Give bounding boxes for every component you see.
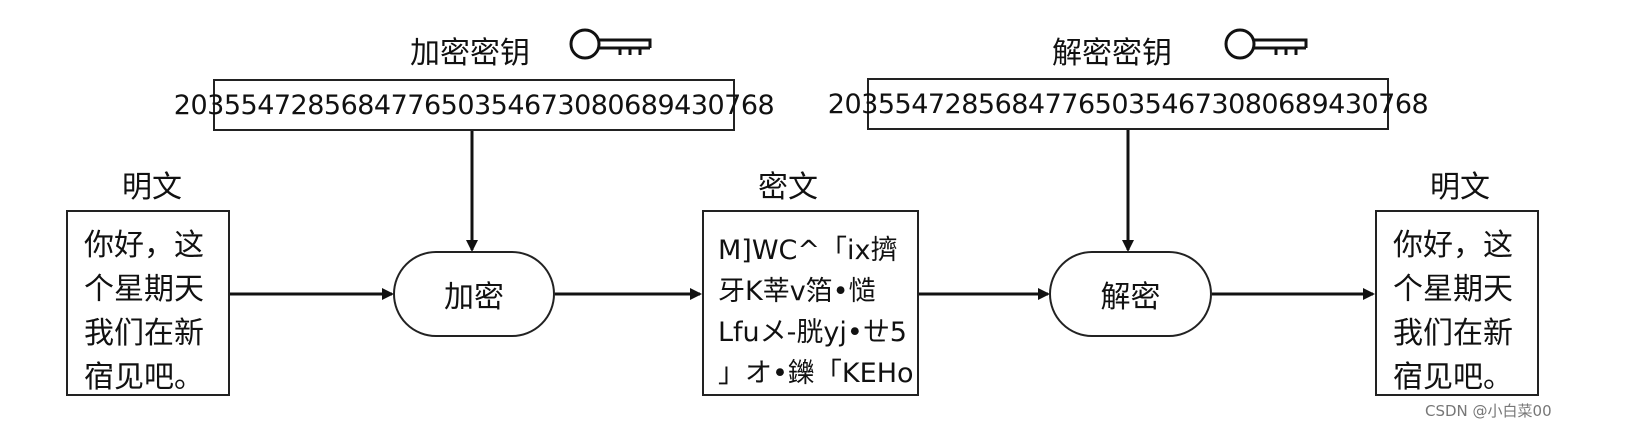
encryption-key-value: 203554728568477650354673080689430768 — [174, 79, 775, 131]
plaintext-in-label: 明文 — [122, 170, 182, 205]
decryption-key-label: 解密密钥 — [1052, 36, 1172, 71]
encrypt-process: 加密 — [393, 251, 555, 337]
decrypt-process: 解密 — [1049, 251, 1212, 337]
ciphertext-box: M]WC^「ix擠 牙K莘v箔•慥 Lfuメ-胱yj•ㄝ5 」オ•鑠「KEHo — [702, 210, 919, 396]
decryption-key-value: 203554728568477650354673080689430768 — [828, 78, 1429, 130]
key-icon — [569, 28, 652, 60]
encryption-key-label: 加密密钥 — [410, 36, 530, 71]
key-icon — [1224, 28, 1308, 60]
watermark: CSDN @小白菜00 — [1425, 402, 1552, 420]
plaintext-out-label: 明文 — [1430, 170, 1490, 205]
plaintext-out-box: 你好，这 个星期天 我们在新 宿见吧。 — [1375, 210, 1539, 396]
ciphertext-label: 密文 — [758, 170, 818, 205]
plaintext-in-box: 你好，这 个星期天 我们在新 宿见吧。 — [66, 210, 230, 396]
